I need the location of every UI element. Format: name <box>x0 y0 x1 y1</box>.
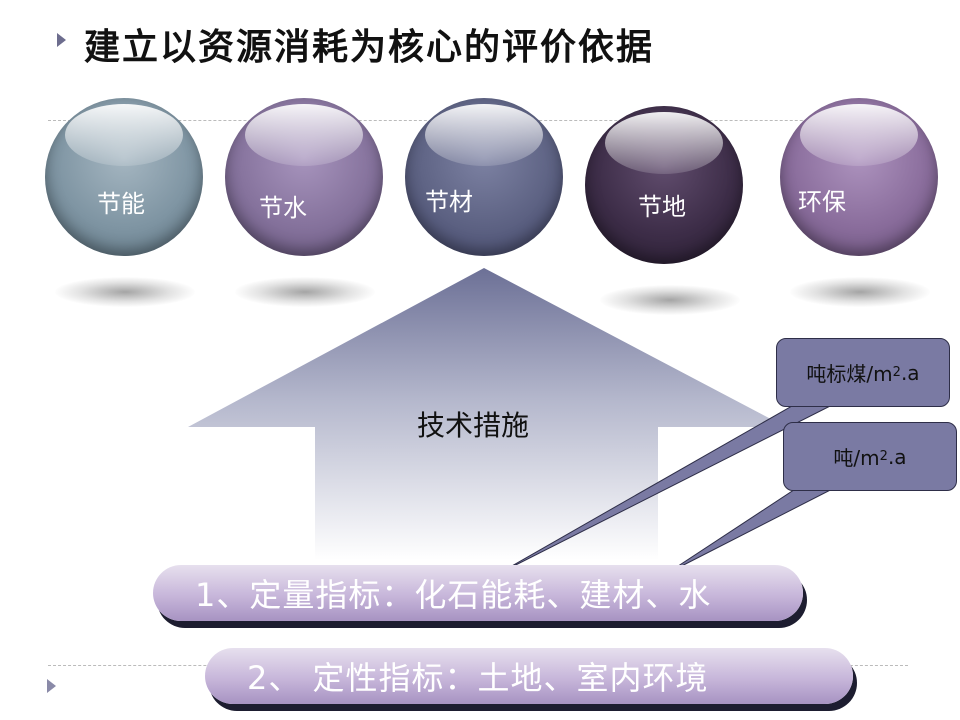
up-arrow <box>188 268 786 560</box>
sphere-energy: 节能 <box>45 98 203 256</box>
sphere-shadow <box>55 277 195 307</box>
sphere-water: 节水 <box>225 98 383 256</box>
sphere-material: 节材 <box>405 98 563 256</box>
pill-text: 1、定量指标：化石能耗、建材、水 <box>195 576 712 614</box>
arrow-label: 技术措施 <box>417 409 530 442</box>
callout-sup: 2 <box>892 365 901 380</box>
bullet-arrow-icon <box>57 33 66 47</box>
pill-text: 2、 定性指标：土地、室内环境 <box>247 659 709 697</box>
sphere-gloss <box>425 104 543 166</box>
callout-sup: 2 <box>879 449 888 464</box>
callout-suffix: .a <box>887 444 907 469</box>
sphere-environment: 环保 <box>780 98 938 256</box>
sphere-gloss <box>245 104 363 166</box>
slide-title: 建立以资源消耗为核心的评价依据 <box>84 26 655 68</box>
title-row: 建立以资源消耗为核心的评价依据 <box>0 0 960 80</box>
sphere-label: 节能 <box>97 190 145 218</box>
sphere-shadow <box>600 285 740 315</box>
sphere-land: 节地 <box>585 106 743 264</box>
sphere-gloss <box>605 112 723 174</box>
sphere-label: 环保 <box>798 188 846 216</box>
callout-text: 吨标煤/m <box>806 362 893 386</box>
bullet-arrow-icon <box>47 679 56 693</box>
qualitative-indicator-pill: 2、 定性指标：土地、室内环境 <box>205 648 853 704</box>
sphere-shadow <box>790 277 930 307</box>
sphere-label: 节水 <box>259 194 307 222</box>
sphere-label: 节材 <box>425 188 473 216</box>
sphere-gloss <box>800 104 918 166</box>
sphere-gloss <box>65 104 183 166</box>
sphere-label: 节地 <box>638 193 686 221</box>
callout-text: 吨/m <box>833 446 880 470</box>
quantitative-indicator-pill: 1、定量指标：化石能耗、建材、水 <box>153 565 803 621</box>
callout-suffix: .a <box>900 360 920 385</box>
callout-pointer-2 <box>665 481 847 575</box>
sphere-shadow <box>235 277 375 307</box>
